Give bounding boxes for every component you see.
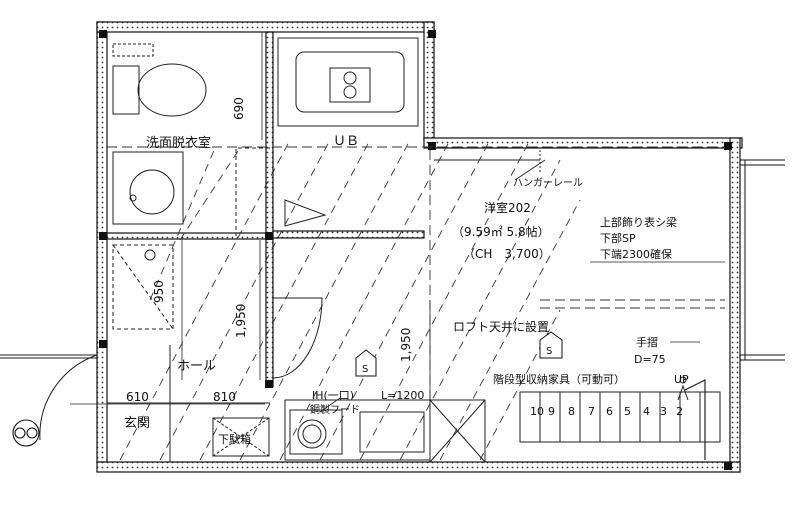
column-markers [99, 30, 732, 470]
wall-left [96, 21, 108, 463]
ih-cooktop [289, 409, 343, 455]
label-hall: ホール [177, 359, 216, 374]
vanity [112, 151, 184, 225]
basin [129, 169, 175, 215]
entrance-door [0, 354, 98, 441]
stair-step: 8 [568, 405, 575, 418]
sink [359, 411, 425, 453]
stair-step: 6 [606, 405, 613, 418]
dim-690: 690 [232, 97, 246, 120]
washroom [112, 43, 270, 236]
label-beam-3: 下端2300確保 [600, 247, 672, 261]
label-range-hood: 鋼製フード [310, 403, 360, 416]
wall-ub-right [423, 21, 435, 141]
label-shoe-box: 下駄箱 [218, 432, 251, 446]
smoke-detector-2 [539, 331, 563, 359]
wall-hall-left [265, 236, 274, 388]
stair-step: 9 [548, 405, 555, 418]
wall-room-top [423, 137, 743, 149]
label-up: UP [674, 373, 689, 386]
stair-step: 4 [643, 405, 650, 418]
smoke-detector-1 [355, 349, 377, 377]
label-ih-length: L=1200 [381, 389, 424, 402]
wall-top [96, 21, 435, 33]
label-western-room: 洋室202 [484, 200, 531, 215]
loft-outline [107, 146, 725, 462]
label-handrail-d: D=75 [634, 353, 666, 366]
wall-wash-ub [265, 31, 274, 238]
stair-step: 10 [530, 405, 544, 418]
wall-right [729, 137, 741, 473]
loft-hatching [119, 139, 581, 461]
labels: 洗面脱衣室 ＵＢ 洋室202 （9.59㎡ 5.8帖） （CH 3,700） ホ… [124, 97, 689, 446]
toilet-tank [112, 65, 140, 115]
kitchen [284, 399, 486, 463]
label-smoke-2: S [546, 346, 552, 357]
hall-area [0, 244, 323, 462]
stair-step: 3 [660, 405, 667, 418]
label-room-area: （9.59㎡ 5.8帖） [452, 224, 550, 239]
stair-step: 7 [588, 405, 595, 418]
wash-door [235, 147, 270, 236]
dim-1950-right: 1,950 [399, 328, 413, 362]
label-ceiling-height: （CH 3,700） [463, 247, 551, 261]
dim-950: 950 [152, 280, 166, 303]
label-entrance: 玄関 [124, 416, 150, 431]
dim-610: 610 [126, 390, 149, 404]
label-unit-bath: ＵＢ [333, 134, 359, 149]
label-washroom: 洗面脱衣室 [146, 135, 211, 151]
leader-lines [319, 261, 725, 413]
toilet-bowl [137, 63, 207, 117]
hanger-rail [434, 150, 546, 181]
label-beam-1: 上部飾り表シ梁 [600, 215, 677, 229]
label-hanger-rail: ハンガーレール [513, 177, 583, 189]
label-handrail: 手摺 [636, 335, 658, 349]
hall-closet [112, 244, 174, 330]
unit-bath [277, 37, 419, 227]
label-smoke-1: S [362, 364, 368, 375]
wall-bottom [96, 461, 741, 473]
room-door [272, 297, 323, 379]
wall-wash-bottom [106, 232, 273, 240]
stair-step: 2 [676, 405, 683, 418]
dim-1950-left: 1,950 [234, 304, 248, 338]
label-beam-2: 下部SP [600, 231, 636, 245]
entrance-mark [12, 419, 40, 447]
stair-step: 5 [624, 405, 631, 418]
label-loft: ロフト天井に設置 [453, 319, 549, 334]
right-window [740, 159, 785, 361]
stair-storage [519, 376, 721, 460]
dimension-lines [70, 32, 431, 405]
dim-810: 810 [213, 390, 236, 404]
label-ih: IH(一口) [312, 389, 354, 402]
shoe-box [212, 417, 270, 457]
label-stair-storage: 階段型収納家具（可動可） [493, 372, 625, 386]
